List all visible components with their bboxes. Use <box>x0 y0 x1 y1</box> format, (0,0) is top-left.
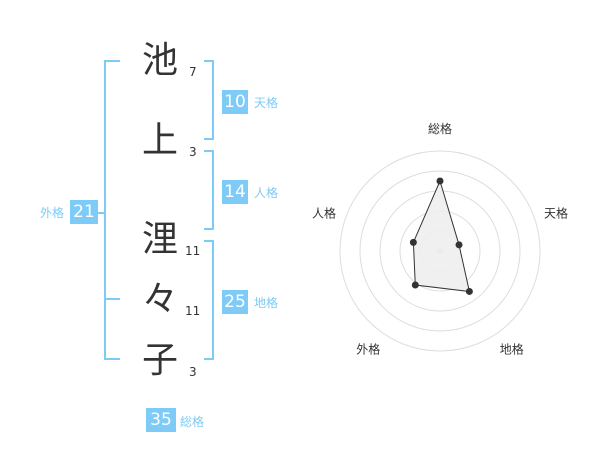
jinkaku-bracket-top <box>204 150 214 152</box>
tenkaku-value: 10 <box>222 90 248 114</box>
stroke-count-1: 7 <box>189 65 197 79</box>
radar-ring-4 <box>359 170 521 332</box>
radar-axis-label-3: 地格 <box>500 342 524 357</box>
gaikaku-connector <box>97 212 105 214</box>
chikaku-bracket-top <box>204 240 214 242</box>
tenkaku-bracket-vertical <box>212 60 214 140</box>
radar-axis-label-5: 人格 <box>312 205 336 220</box>
chikaku-value: 25 <box>222 290 248 314</box>
gaikaku-value: 21 <box>70 200 98 224</box>
stroke-count-2: 3 <box>189 145 197 159</box>
radar-points <box>409 177 473 295</box>
name-char-2: 上 <box>141 120 178 161</box>
gaikaku-bracket-top <box>104 60 120 62</box>
jinkaku-bracket-bottom <box>204 228 214 230</box>
gaikaku-bracket-vertical <box>104 60 106 360</box>
soukaku-value: 35 <box>146 408 176 432</box>
jinkaku-bracket-vertical <box>212 150 214 230</box>
jinkaku-value: 14 <box>222 180 248 204</box>
tenkaku-bracket-bottom <box>204 138 214 140</box>
name-char-5: 子 <box>141 340 178 381</box>
chikaku-bracket-vertical <box>212 240 214 360</box>
tenkaku-bracket-top <box>204 60 214 62</box>
radar-point-5 <box>409 238 417 246</box>
stroke-count-3: 11 <box>185 244 201 258</box>
stroke-count-4: 11 <box>185 304 201 318</box>
chikaku-bracket-bottom <box>204 358 214 360</box>
radar-point-1 <box>436 177 444 185</box>
soukaku-label: 総格 <box>180 415 205 429</box>
name-char-4: 々 <box>141 279 178 320</box>
radar-area <box>412 179 471 293</box>
radar-ring-5 <box>339 150 541 352</box>
gaikaku-bracket-mid <box>104 298 120 300</box>
gaikaku-label: 外格 <box>40 206 65 220</box>
gaikaku-bracket-bottom <box>104 358 120 360</box>
radar-axis-label-1: 総格 <box>428 121 452 136</box>
radar-point-3 <box>465 287 473 295</box>
stroke-count-5: 3 <box>189 365 197 379</box>
name-char-3: 浬 <box>141 219 178 260</box>
radar-point-4 <box>411 281 419 289</box>
chikaku-label: 地格 <box>254 296 279 310</box>
jinkaku-label: 人格 <box>254 186 279 200</box>
radar-axis-label-2: 天格 <box>544 205 568 220</box>
name-char-1: 池 <box>141 40 178 81</box>
tenkaku-label: 天格 <box>254 96 279 110</box>
radar-point-2 <box>455 241 463 249</box>
radar-axis-label-4: 外格 <box>356 342 380 357</box>
